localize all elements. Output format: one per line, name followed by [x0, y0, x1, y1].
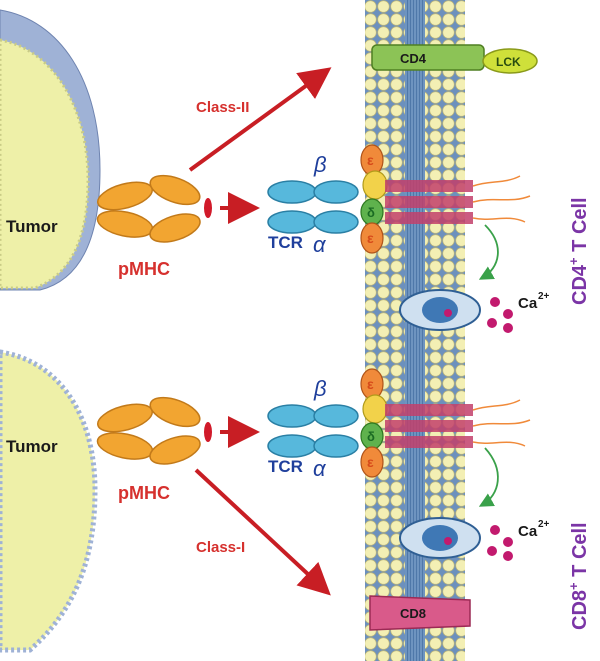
- tcr-bottom: TCR β α: [267, 376, 359, 481]
- calcium-charge-bottom: 2+: [538, 519, 550, 530]
- tcr-top: TCR β α: [267, 152, 359, 257]
- tumor-label-bottom: Tumor: [6, 437, 58, 456]
- epsilon-label-top-1: ε: [367, 152, 374, 168]
- calcium-label-bottom: Ca: [518, 523, 538, 540]
- calcium-label-top: Ca: [518, 295, 538, 312]
- calcium-channel-bottom: Ca 2+: [399, 517, 550, 561]
- class-label-top: Class-II: [196, 99, 249, 116]
- tumor-label-top: Tumor: [6, 217, 58, 236]
- cd4-coreceptor: CD4 LCK: [371, 44, 538, 74]
- class-arrow-top: [188, 67, 332, 172]
- alpha-label-top: α: [313, 232, 327, 257]
- class-arrow-bottom: [194, 468, 331, 596]
- epsilon-label-bottom-1: ε: [367, 376, 374, 392]
- tumor-cell-bottom: Tumor: [0, 349, 98, 653]
- class-label-bottom: Class-I: [196, 539, 245, 556]
- cd3-complex-bottom: ε δ ε: [360, 368, 531, 478]
- t-cell-membrane: [365, 0, 465, 661]
- tcr-label-top: TCR: [268, 233, 303, 252]
- epsilon-label-top-2: ε: [367, 230, 374, 246]
- lck-kinase: [482, 48, 538, 74]
- calcium-charge-top: 2+: [538, 291, 550, 302]
- signal-arrow-bottom: [478, 447, 499, 507]
- pmhc-complex-top: pMHC: [96, 174, 212, 279]
- cd4-t-cell-label: CD4+ T Cell: [566, 197, 591, 305]
- cd3-complex-top: ε δ ε: [360, 144, 531, 254]
- beta-label-bottom: β: [313, 376, 327, 401]
- pmhc-complex-bottom: pMHC: [96, 396, 212, 503]
- alpha-label-bottom: α: [313, 456, 327, 481]
- cd8-label: CD8: [400, 606, 426, 621]
- tcr-label-bottom: TCR: [268, 457, 303, 476]
- top-panel: Tumor pMHC Class-II TCR β α: [0, 9, 591, 333]
- signal-arrow-top: [478, 224, 499, 280]
- peptide-top: [204, 198, 212, 218]
- peptide-bottom: [204, 422, 212, 442]
- bottom-panel: Tumor pMHC Class-I TCR β α: [0, 349, 591, 653]
- calcium-channel-top: Ca 2+: [399, 289, 550, 333]
- beta-label-top: β: [313, 152, 327, 177]
- delta-label-top: δ: [367, 205, 375, 220]
- cd8-coreceptor: CD8: [369, 595, 471, 631]
- lck-label: LCK: [496, 55, 521, 69]
- epsilon-label-bottom-2: ε: [367, 454, 374, 470]
- pmhc-label-top: pMHC: [118, 259, 170, 279]
- cd4-label: CD4: [400, 51, 427, 66]
- tumor-cell-top: Tumor: [0, 9, 101, 291]
- pmhc-label-bottom: pMHC: [118, 483, 170, 503]
- cd8-t-cell-label: CD8+ T Cell: [566, 522, 591, 630]
- delta-label-bottom: δ: [367, 429, 375, 444]
